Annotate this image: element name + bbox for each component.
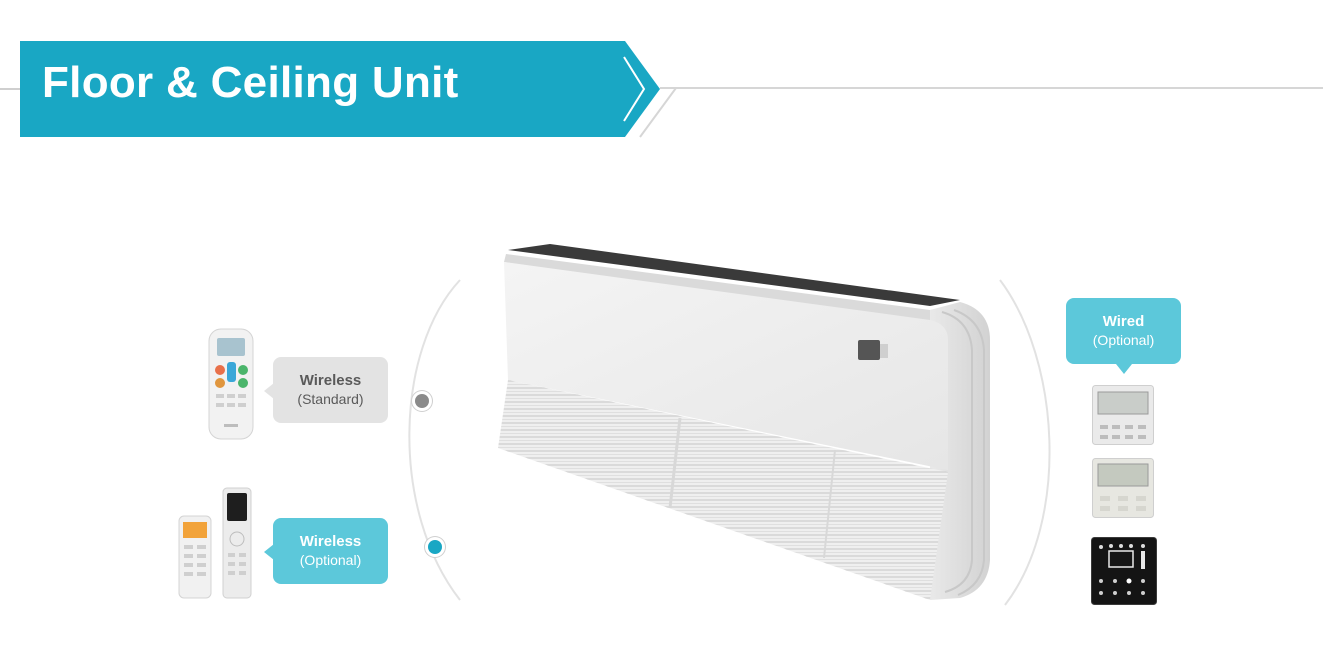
- remote-control-icon: [208, 328, 254, 440]
- wired-optional-label: Wired (Optional): [1066, 298, 1181, 364]
- bubble-tail: [264, 544, 274, 560]
- header-decoration: [639, 87, 1323, 138]
- page-title: Floor & Ceiling Unit: [42, 58, 459, 107]
- title-banner: [20, 41, 660, 137]
- wired-subtitle: (Optional): [1092, 332, 1155, 348]
- wireless-optional-subtitle: (Optional): [299, 552, 362, 568]
- air-conditioner-unit: [498, 244, 990, 600]
- connector-arc: [408, 279, 1051, 606]
- remote-control-icon: [178, 515, 212, 599]
- remote-control-icon: [222, 487, 252, 599]
- wall-controller-icon: [1092, 385, 1154, 445]
- wall-controller-icon: [1092, 458, 1154, 518]
- wireless-optional-label: Wireless (Optional): [273, 518, 388, 584]
- wireless-optional-title: Wireless: [299, 533, 362, 550]
- header-divider-left: [0, 88, 22, 90]
- connector-dot-optional: [428, 540, 442, 554]
- connector-dot-standard: [415, 394, 429, 408]
- bubble-tail: [264, 383, 274, 399]
- wireless-standard-title: Wireless: [299, 372, 362, 389]
- wired-title: Wired: [1102, 313, 1145, 330]
- wall-controller-icon: [1091, 537, 1157, 605]
- wireless-standard-subtitle: (Standard): [297, 391, 364, 407]
- arrow-chevron-icon: [623, 56, 646, 122]
- wireless-standard-label: Wireless (Standard): [273, 357, 388, 423]
- bubble-tail: [1116, 364, 1132, 374]
